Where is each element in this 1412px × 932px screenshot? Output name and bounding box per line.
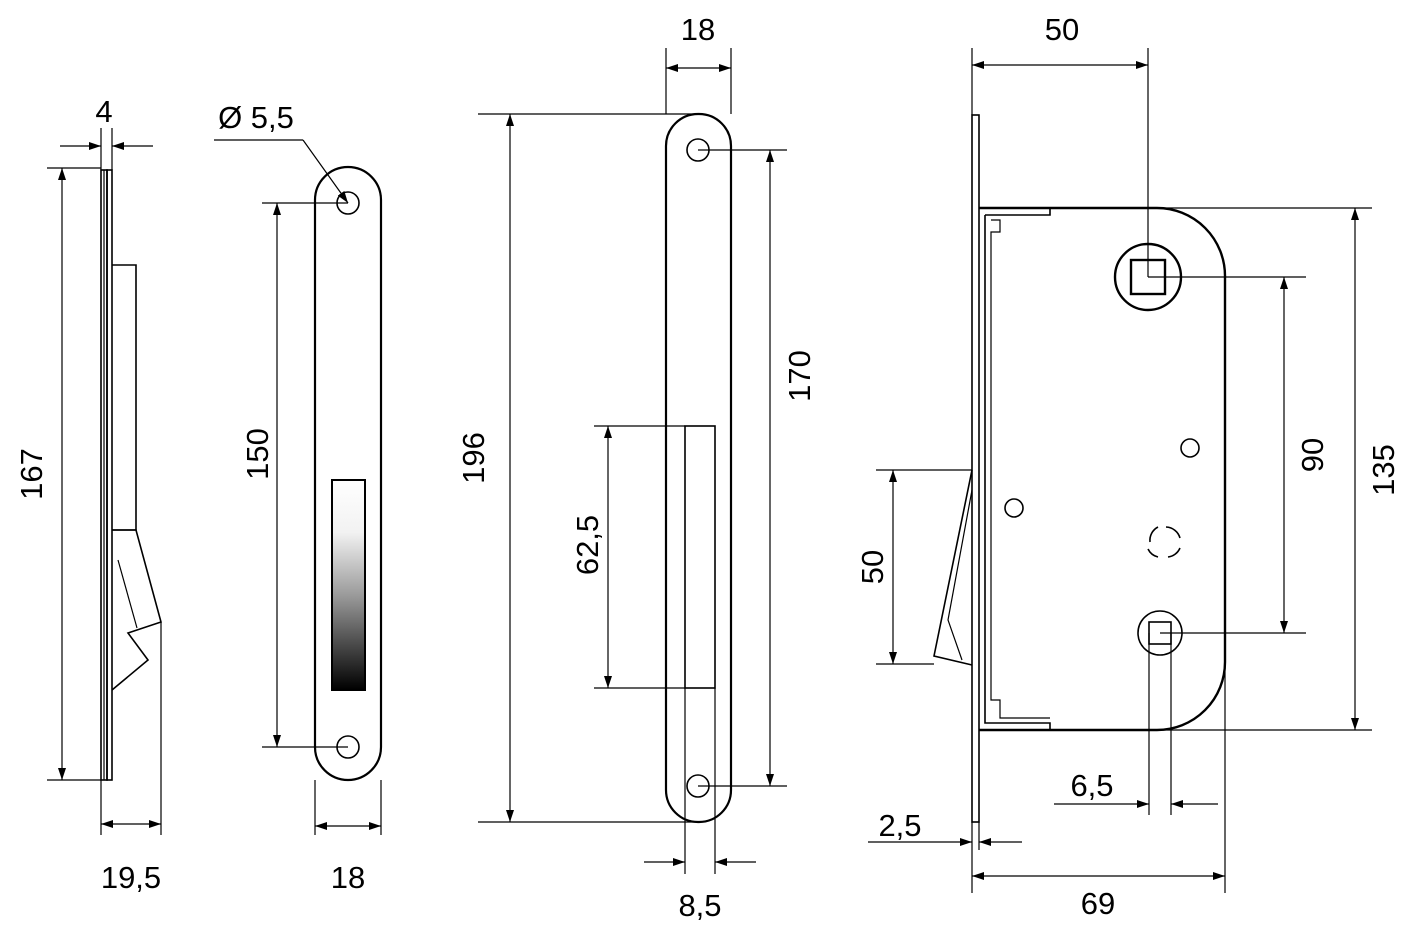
faceplate-hole-diameter-label: Ø 5,5 <box>218 100 294 135</box>
lock-body <box>933 114 1227 823</box>
faceplate-latch-slot <box>331 479 366 691</box>
strike-plate <box>664 112 733 824</box>
side-view-dimensions: 4 167 19,5 <box>14 94 162 895</box>
lock-height-label: 135 <box>1366 444 1401 496</box>
mount-hole-left <box>1004 498 1024 518</box>
side-height-label: 167 <box>14 448 49 500</box>
lock-body-dimensions: 50 135 90 50 6,5 2,5 69 <box>855 12 1401 921</box>
lock-latch-height-label: 50 <box>855 550 890 584</box>
lock-plate-thickness-label: 2,5 <box>878 808 921 843</box>
strike-width-label: 18 <box>681 12 715 47</box>
strike-slot-height-label: 62,5 <box>570 515 605 575</box>
lock-backset-label: 50 <box>1045 12 1079 47</box>
lock-depth-label: 69 <box>1081 886 1115 921</box>
strike-plate-dimensions: 18 196 170 62,5 8,5 <box>456 12 817 923</box>
strike-height-label: 196 <box>456 432 491 484</box>
lock-square-label: 6,5 <box>1070 768 1113 803</box>
faceplate-width-label: 18 <box>331 860 365 895</box>
lock-front-plate <box>971 114 980 823</box>
strike-hole-spacing-label: 170 <box>782 350 817 402</box>
strike-slot <box>684 425 716 689</box>
strike-plate-view: 18 196 170 62,5 8,5 <box>456 12 817 923</box>
faceplate-dimensions: Ø 5,5 150 18 <box>214 100 382 895</box>
lock-spindle-spacing-label: 90 <box>1295 438 1330 472</box>
side-thickness-label: 4 <box>95 94 112 129</box>
mount-hole-right <box>1180 438 1200 458</box>
side-view: 4 167 19,5 <box>14 94 162 895</box>
faceplate-hole-spacing-label: 150 <box>240 428 275 480</box>
strike-slot-offset-label: 8,5 <box>678 888 721 923</box>
rivet <box>1147 526 1181 558</box>
side-view-body <box>100 169 162 781</box>
side-depth-label: 19,5 <box>101 860 161 895</box>
faceplate-view: Ø 5,5 150 18 <box>214 100 383 895</box>
lock-body-view: 50 135 90 50 6,5 2,5 69 <box>855 12 1401 921</box>
